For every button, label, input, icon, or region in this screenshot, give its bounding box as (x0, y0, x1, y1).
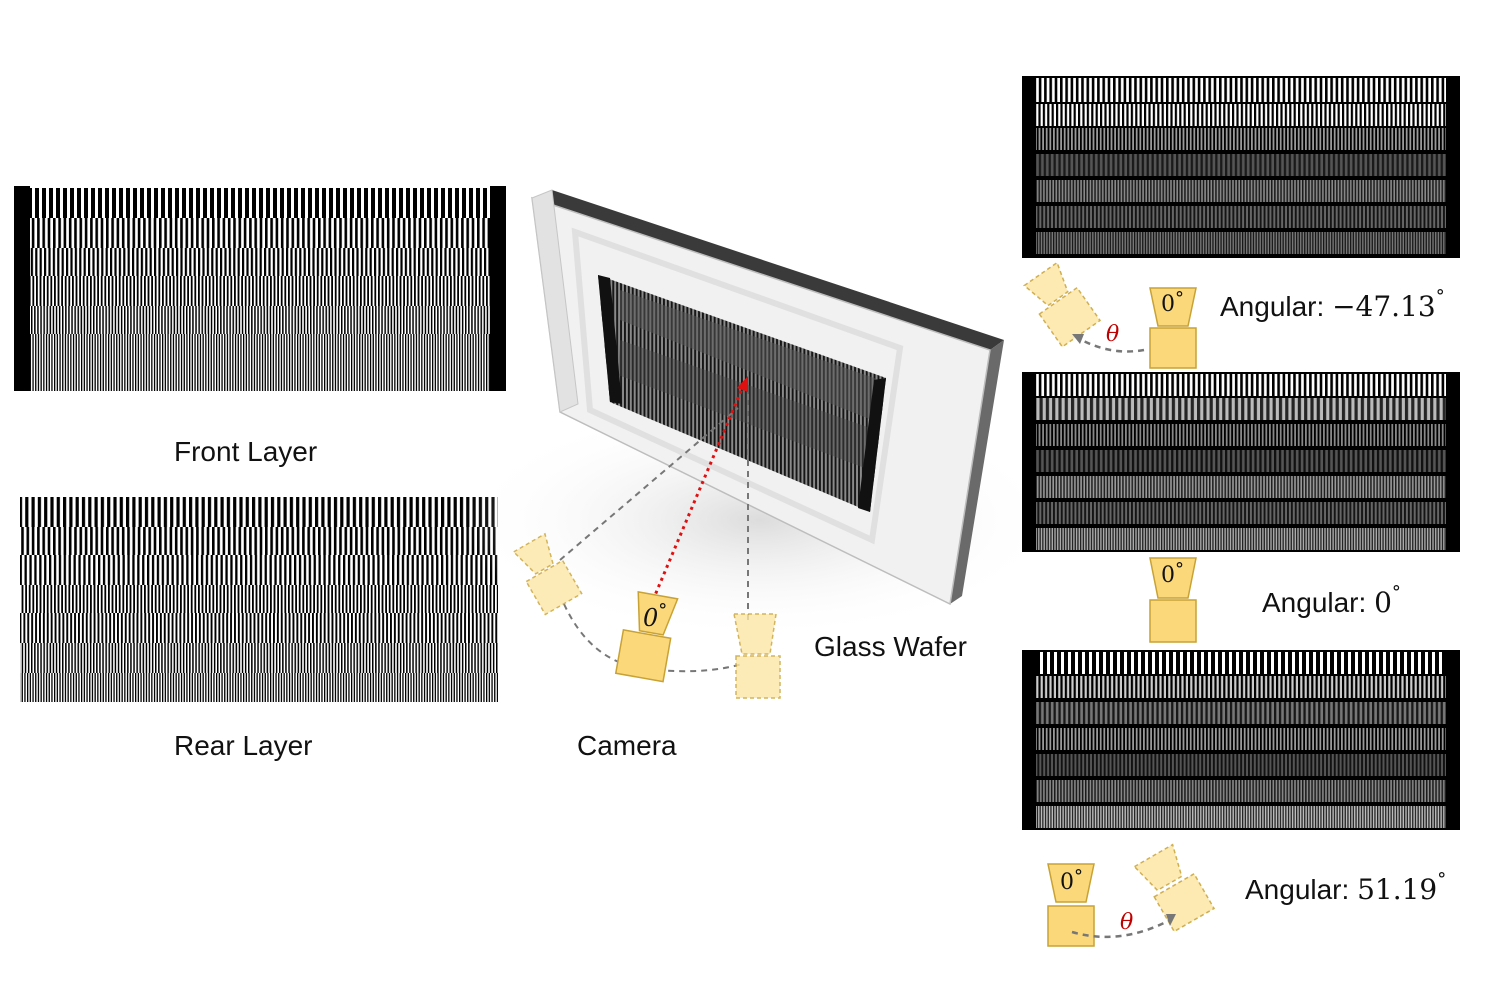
center-camera-angle-text: 0° (643, 600, 668, 632)
wafer-grating (598, 275, 886, 512)
view1-theta-text: θ (1106, 322, 1120, 347)
camera-view3-rotated (1133, 843, 1216, 933)
moire-view-top (1022, 76, 1460, 258)
angular-label-middle: Angular: 0° (1262, 582, 1401, 619)
view2-camera-angle-text: 0° (1161, 559, 1184, 588)
camera-left-view (512, 532, 583, 616)
glass-wafer-label: Glass Wafer (814, 631, 967, 662)
moire-view-middle (1022, 372, 1460, 552)
rear-layer-label: Rear Layer (174, 730, 313, 761)
view1-camera-angle-text: 0° (1161, 288, 1184, 317)
moire-view-bottom (1022, 650, 1460, 830)
camera-right-view (733, 613, 781, 699)
camera-view1-rotated (1023, 261, 1102, 348)
view3-camera-angle-text: 0° (1060, 866, 1083, 895)
angular-label-top: Angular: −47.13° (1220, 286, 1445, 323)
angular-label-bottom: Angular: 51.19° (1245, 869, 1447, 906)
front-layer-label: Front Layer (174, 436, 318, 467)
camera-label: Camera (577, 730, 677, 761)
view3-theta-text: θ (1120, 910, 1134, 935)
